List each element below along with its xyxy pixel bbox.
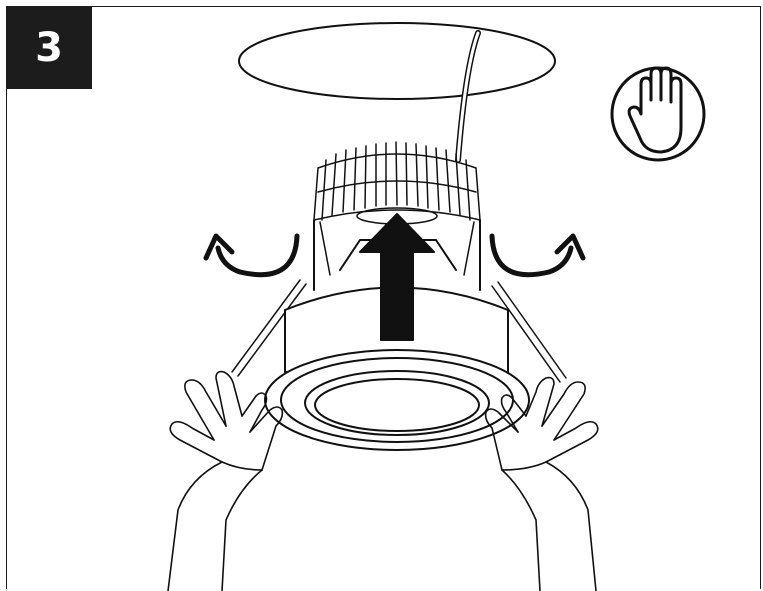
heatsink [314,142,480,224]
curved-arrow-right-icon [492,236,583,275]
curved-arrow-left-icon [206,236,297,275]
left-hand [168,372,282,591]
ceiling-cutout [239,23,555,99]
hand-stop-icon [612,68,704,160]
